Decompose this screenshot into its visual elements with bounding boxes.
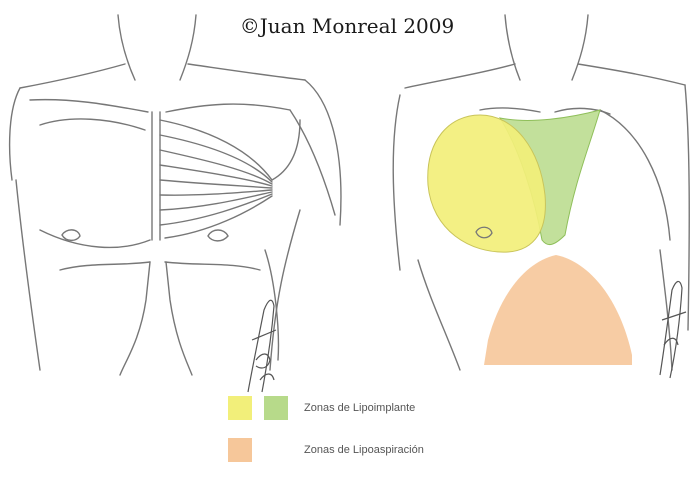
legend-swatch-green: [264, 396, 288, 420]
legend-swatch-yellow: [228, 396, 252, 420]
copyright-text: ©Juan Monreal 2009: [0, 14, 694, 38]
legend-swatch-orange: [228, 438, 252, 462]
legend-label-lipoaspiracion: Zonas de Lipoaspiración: [304, 444, 424, 456]
legend-row-lipoimplante: Zonas de Lipoimplante: [228, 396, 415, 420]
legend-label-lipoimplante: Zonas de Lipoimplante: [304, 402, 415, 414]
legend-row-lipoaspiracion: Zonas de Lipoaspiración: [228, 438, 424, 462]
